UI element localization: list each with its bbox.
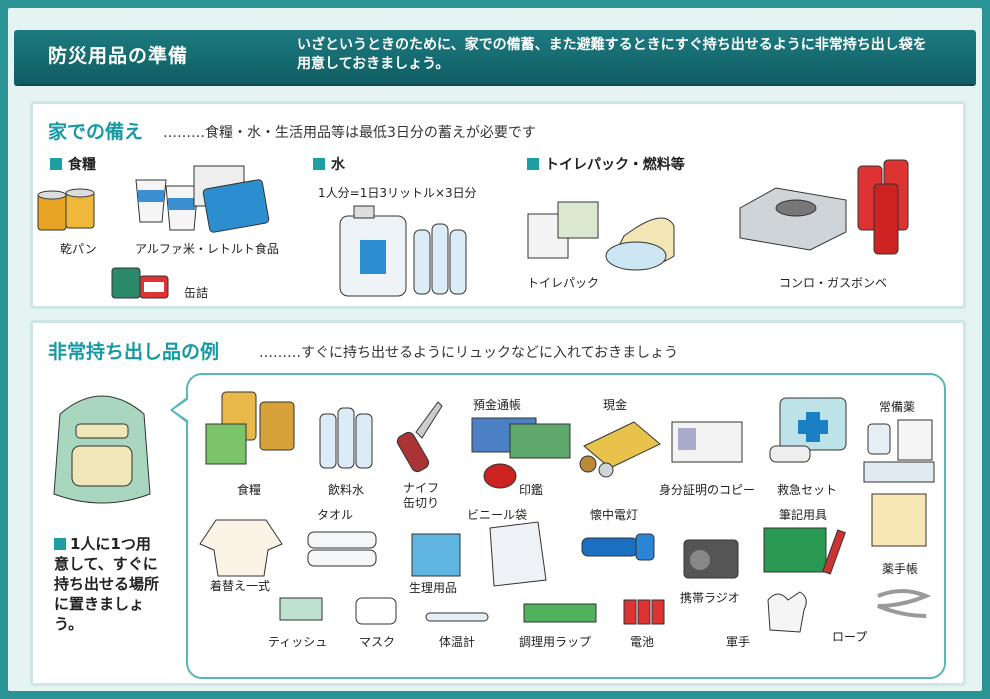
toilet-pack-illustration	[527, 201, 675, 271]
rope-label: ロープ	[832, 630, 868, 644]
note-text: 1人に1つ用意して、すぐに持ち出せる場所に置きましょう。	[54, 535, 160, 633]
home-subtitle: ………食糧・水・生活用品等は最低3日分の蓄えが必要です	[163, 125, 536, 141]
page-title: 防災用品の準備	[48, 45, 189, 67]
rope-illustration	[877, 589, 932, 618]
canned-food-label: 缶詰	[184, 286, 209, 300]
clothes-label: 着替え一式	[210, 579, 271, 593]
stationery-label: 筆記用具	[779, 508, 828, 522]
knife-label: ナイフ 缶切り	[403, 481, 440, 510]
water-heading: 水	[313, 154, 345, 174]
water-tank-illustration	[339, 205, 467, 297]
food-illustration	[205, 391, 295, 465]
plastic-bag-illustration	[489, 521, 547, 587]
tissue-label: ティッシュ	[268, 635, 328, 649]
emergency-subtitle: ………すぐに持ち出せるようにリュックなどに入れておきましょう	[259, 345, 679, 361]
toilet-pack-label: トイレパック	[527, 276, 600, 290]
header-banner	[14, 30, 976, 84]
home-title: 家での備え	[48, 121, 144, 143]
instant-food-illustration	[135, 165, 270, 233]
medicine-label: 常備薬	[879, 400, 916, 414]
instant-food-label: アルファ米・レトルト食品	[135, 242, 279, 256]
seal-illustration	[483, 463, 517, 489]
battery-label: 電池	[630, 635, 655, 649]
hardtack-illustration	[37, 188, 95, 231]
mask-label: マスク	[359, 635, 396, 649]
notebook-illustration	[871, 493, 927, 547]
hardtack-label: 乾パン	[60, 242, 97, 256]
flashlight-label: 懐中電灯	[590, 508, 639, 522]
wrap-label: 調理用ラップ	[519, 635, 592, 649]
cash-label: 現金	[603, 398, 628, 412]
bubble-tail-inner	[173, 399, 189, 421]
sanitary-label: 生理用品	[409, 581, 458, 595]
medicine-illustration	[863, 419, 935, 483]
first-aid-illustration	[769, 397, 847, 463]
notebook-label: 薬手帳	[882, 562, 919, 576]
towel-label: タオル	[317, 508, 354, 522]
stove-gas-label: コンロ・ガスボンベ	[779, 276, 888, 290]
battery-illustration	[623, 599, 665, 625]
id-copy-label: 身分証明のコピー	[659, 483, 756, 497]
wrap-illustration	[523, 603, 597, 623]
seal-label: 印鑑	[519, 483, 544, 497]
toilet-heading: トイレパック・燃料等	[527, 154, 685, 174]
food-label: 食糧	[237, 483, 262, 497]
water-note: 1人分=1日3リットル×3日分	[318, 186, 477, 200]
food-heading: 食糧	[50, 154, 96, 174]
mask-illustration	[355, 597, 397, 625]
water-label: 飲料水	[328, 483, 365, 497]
clothes-illustration	[199, 519, 283, 577]
cash-illustration	[579, 421, 661, 478]
thermometer-label: 体温計	[439, 635, 476, 649]
passbook-illustration	[471, 417, 571, 459]
canned-food-illustration	[111, 267, 169, 299]
thermometer-illustration	[425, 612, 489, 622]
backpack-illustration	[53, 395, 151, 504]
gloves-illustration	[767, 591, 807, 633]
emergency-title: 非常持ち出し品の例	[48, 341, 220, 363]
knife-illustration	[396, 401, 443, 473]
stationery-illustration	[763, 527, 846, 575]
gloves-label: 軍手	[726, 635, 751, 649]
flashlight-illustration	[581, 533, 655, 561]
plastic-bag-label: ビニール袋	[467, 508, 528, 522]
water-bottles-illustration	[319, 407, 373, 469]
id-copy-illustration	[671, 421, 743, 463]
header-description: いざというときのために、家での備蓄、また避難するときにすぐ持ち出せるように非常持…	[297, 37, 927, 72]
towel-illustration	[307, 531, 377, 567]
stove-gas-illustration	[739, 159, 909, 255]
first-aid-label: 救急セット	[777, 483, 838, 497]
radio-illustration	[683, 539, 739, 579]
passbook-label: 預金通帳	[473, 398, 522, 412]
sanitary-illustration	[411, 533, 461, 577]
radio-label: 携帯ラジオ	[680, 591, 740, 605]
tissue-illustration	[279, 597, 323, 621]
